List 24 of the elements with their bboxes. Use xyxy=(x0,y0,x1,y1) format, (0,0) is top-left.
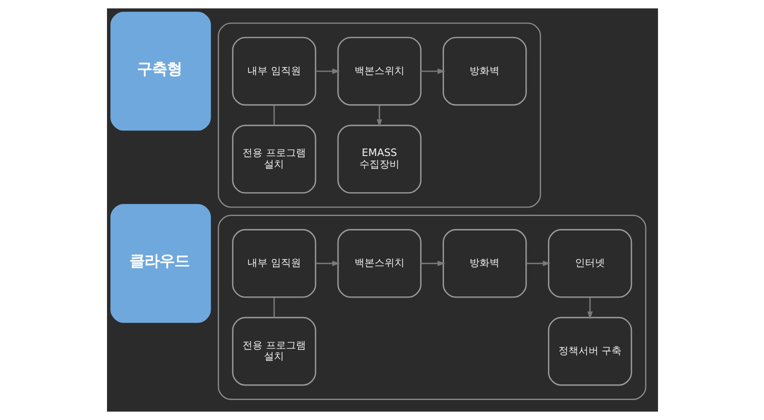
arrow xyxy=(586,298,592,320)
arrow xyxy=(376,105,382,128)
arrow xyxy=(526,260,550,266)
arrow xyxy=(315,260,340,266)
node-box: 구축형 xyxy=(110,12,210,131)
node-box: 인터넷 xyxy=(547,229,632,298)
node-box: 전용 프로그램 설치 xyxy=(232,316,316,386)
node-box: 백본스위치 xyxy=(336,36,421,106)
node-box: 방화벽 xyxy=(442,36,526,106)
node-box: 내부 임직원 xyxy=(232,36,316,106)
node-box: 백본스위치 xyxy=(336,229,421,298)
arrow xyxy=(420,260,445,266)
cluster xyxy=(217,22,541,208)
connector xyxy=(272,105,274,126)
connector xyxy=(272,298,274,318)
node-box: 전용 프로그램 설치 xyxy=(232,124,316,194)
arrow xyxy=(420,68,445,74)
node-box: 방화벽 xyxy=(442,229,526,298)
node-box: EMASS 수집장비 xyxy=(336,124,421,194)
node-box: 클라우드 xyxy=(110,204,210,323)
cluster xyxy=(217,214,646,400)
node-box: 정책서버 구축 xyxy=(547,316,632,386)
arrow xyxy=(315,68,340,74)
node-box: 내부 임직원 xyxy=(232,229,316,298)
